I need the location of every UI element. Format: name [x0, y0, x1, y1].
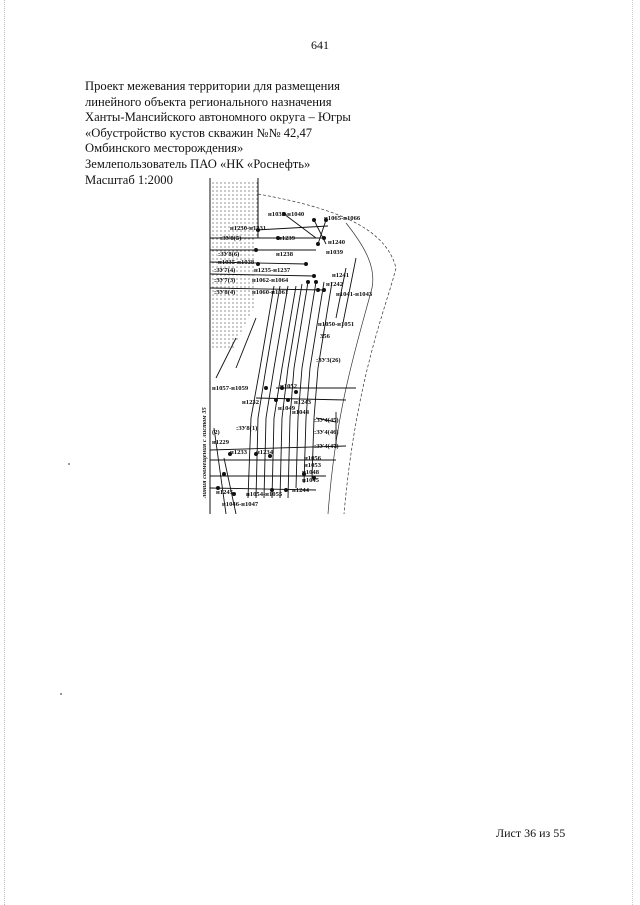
- map-label: н1062-н1064: [252, 277, 289, 284]
- map-label: :ЗУ7(3): [214, 277, 235, 284]
- map-label: :ЗУ8(6): [218, 251, 239, 258]
- map-label: н1050-н1051: [318, 321, 354, 328]
- map-label: н1046-н1047: [222, 501, 259, 508]
- map-label: :ЗУ4(45): [314, 417, 339, 424]
- boundary-map-drawing: линия совмещения с листом 35 н1039-н1040…: [201, 178, 397, 515]
- map-label: н1243: [294, 399, 312, 406]
- map-label: :ЗУ4(46): [314, 429, 339, 436]
- map-label: н1057-н1059: [212, 385, 249, 392]
- hatched-area-top: [210, 180, 258, 236]
- map-label: н1048: [302, 469, 320, 476]
- page-number: 641: [311, 38, 329, 52]
- header-line-7-scale: Масштаб 1:2000: [85, 172, 173, 187]
- map-label: (2): [212, 429, 220, 436]
- map-label: н1049: [278, 405, 296, 412]
- map-label: н1039: [326, 249, 344, 256]
- map-label: н1054-н1055: [246, 491, 283, 498]
- map-label: н1229: [212, 439, 230, 446]
- header-line-1: Проект межевания территории для размещен…: [85, 79, 340, 93]
- map-label: н1234: [256, 449, 274, 456]
- map-label: 356: [320, 333, 331, 340]
- sheet-alignment-label: линия совмещения с листом 35: [201, 406, 208, 499]
- map-label: н1045: [302, 477, 320, 484]
- map-label: н1233: [230, 449, 248, 456]
- map-label: н1245: [216, 489, 234, 496]
- left-scan-edge: [4, 0, 7, 905]
- map-label: н1035-н1038: [218, 259, 255, 266]
- map-label: н1241: [332, 272, 349, 279]
- boundary-map: линия совмещения с листом 35 н1039-н1040…: [196, 178, 428, 515]
- map-label: н1235-н1237: [254, 267, 291, 274]
- map-label: н1053: [304, 462, 322, 469]
- map-label: н1230-н1231: [230, 225, 266, 232]
- header-line-4: «Обустройство кустов скважин №№ 42,47: [85, 125, 313, 140]
- header-line-5: Омбинского месторождения»: [85, 141, 244, 156]
- map-label: :ЗУ8(4): [214, 289, 235, 296]
- outer-boundary: [327, 222, 374, 515]
- map-label: н1238: [276, 251, 294, 258]
- map-label: н1240: [328, 239, 346, 246]
- map-label: н1060-н1061: [252, 289, 288, 296]
- scan-speck: [60, 693, 62, 695]
- map-label: :ЗУ3(26): [316, 357, 341, 364]
- boundary-points: [216, 212, 328, 496]
- map-label: :ЗУ4(47): [314, 443, 339, 450]
- map-label: н1242: [326, 281, 344, 288]
- map-label: н1056: [304, 455, 322, 462]
- header-line-2: линейного объекта регионального назначен…: [85, 94, 332, 109]
- corridor-lines: [209, 213, 357, 515]
- outer-boundary-dashed: [257, 193, 397, 515]
- map-label: н1244: [292, 487, 310, 494]
- right-scan-edge: [632, 0, 635, 905]
- map-label: н1039-н1040: [268, 211, 305, 218]
- map-label: :ЗУ7(4): [214, 267, 235, 274]
- map-label: н1232: [242, 399, 260, 406]
- map-label: н1065-н1066: [324, 215, 361, 222]
- map-label: :ЗУ8(5): [220, 235, 241, 242]
- document-header: Проект межевания территории для размещен…: [85, 79, 405, 188]
- map-label: н1041-н1043: [336, 291, 373, 298]
- map-label: н1044: [292, 409, 310, 416]
- sheet-counter: Лист 36 из 55: [496, 826, 566, 840]
- header-line-6: Землепользователь ПАО «НК «Роснефть»: [85, 156, 311, 171]
- header-line-3: Ханты-Мансийского автономного округа – Ю…: [85, 110, 351, 125]
- map-label: :ЗУ8(1): [236, 425, 257, 432]
- map-label: н1052: [280, 383, 298, 390]
- scan-speck: [68, 463, 70, 465]
- hatched-area-left: [210, 236, 256, 348]
- map-label: н1239: [278, 235, 296, 242]
